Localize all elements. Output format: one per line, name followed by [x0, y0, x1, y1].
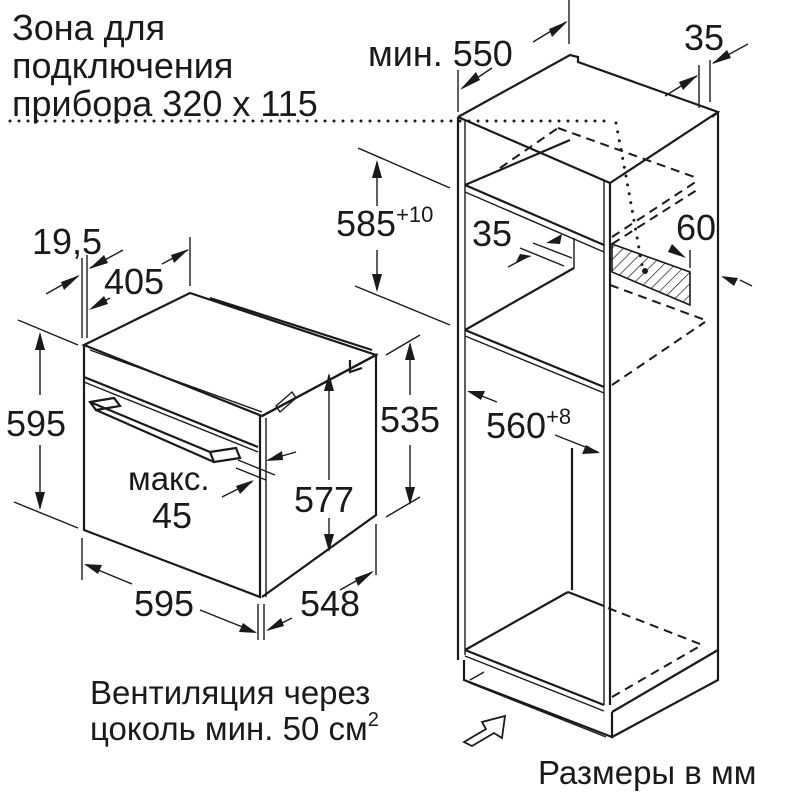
min-depth-prefix: мин.: [368, 33, 443, 74]
max-value-label: 45: [152, 495, 193, 536]
min-depth-value: 550: [452, 33, 513, 74]
max-label: макс.: [128, 460, 210, 497]
shelf-gap-label: 35: [472, 213, 513, 254]
ventilation-label-1: Вентиляция через: [90, 674, 371, 711]
top-depth-label: 405: [104, 261, 165, 302]
connection-zone-label-1: Зона для: [12, 7, 166, 48]
oven-dimensions: [13, 237, 421, 640]
niche-height-value: 585: [336, 203, 397, 244]
min-depth-label: мин. 550: [368, 36, 513, 72]
oven-height-label: 595: [6, 403, 67, 444]
vent-depth-label: 60: [676, 207, 717, 248]
oven: [81, 291, 379, 599]
ventilation-unit-superscript: 2: [367, 709, 379, 731]
oven-width-label: 595: [134, 583, 195, 624]
vent-opening-hatch: [611, 242, 691, 307]
niche-height-label: 585+10: [336, 203, 433, 244]
inner-height-label: 577: [294, 479, 355, 520]
units-note: Размеры в мм: [538, 754, 757, 791]
airflow-arrow-icon: [462, 714, 507, 748]
ventilation-label-2: цоколь мин. 50 см2: [90, 709, 379, 747]
ventilation-text: цоколь мин. 50 см: [90, 710, 368, 747]
cabinet-dimensions: [354, 0, 753, 454]
body-height-label: 535: [380, 399, 441, 440]
cabinet: [8, 53, 721, 748]
rear-gap-label: 35: [684, 17, 725, 58]
connection-zone-label-3: прибора 320 x 115: [12, 83, 318, 124]
front-offset-label: 19,5: [32, 221, 103, 262]
niche-width-value: 560: [486, 405, 547, 446]
niche-width-label: 560+8: [486, 405, 571, 446]
niche-width-tolerance: +8: [546, 404, 572, 429]
niche-height-tolerance: +10: [396, 202, 434, 227]
connection-zone-label-2: подключения: [12, 45, 234, 86]
oven-depth-label: 548: [300, 583, 361, 624]
